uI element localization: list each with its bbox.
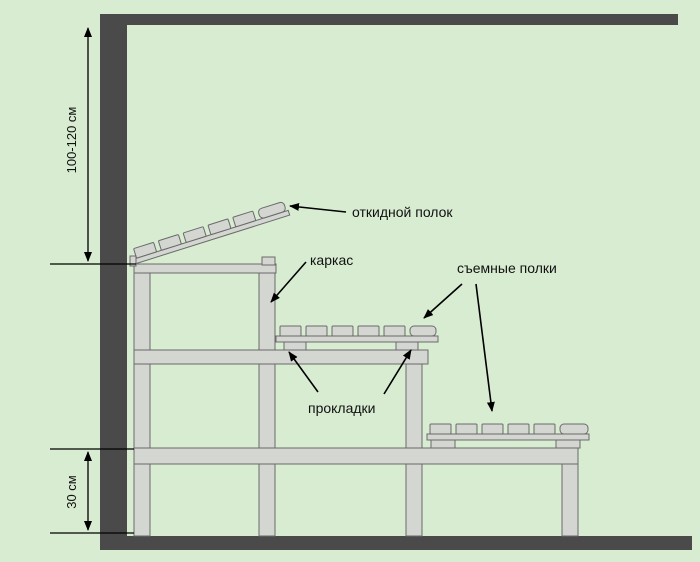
shelf-slat [409,325,437,337]
folding-slat [182,226,207,243]
shelf-slat [383,325,406,337]
post-3 [405,351,423,537]
shelf-slat [507,423,530,435]
shelf-slat [357,325,380,337]
beam-top [133,263,277,274]
arrow-frame [270,261,307,303]
folding-slat [158,234,182,251]
label-folding-shelf: откидной полок [352,204,453,220]
arrow-spacer-right [383,349,412,395]
removable-shelf-lower [426,423,590,441]
folding-shelf [133,201,291,265]
beam-middle [133,349,429,365]
shelf-slat [533,423,556,435]
shelf-slat [331,325,354,337]
shelf-slat [481,423,504,435]
shelf-slat [279,325,302,337]
shelf-board [426,433,590,441]
shelf-board [275,335,439,343]
removable-shelf-middle [275,325,439,343]
arrow-removable-shelf-middle [423,283,463,319]
shelf-slat [455,423,478,435]
frame [133,256,579,537]
label-frame: каркас [310,252,353,268]
beam-bottom [133,447,579,465]
folding-slat [207,218,232,235]
walls [100,14,692,550]
arrow-removable-shelf-lower [475,283,495,412]
callout-arrows [270,202,495,412]
spacer-low-right [555,439,581,449]
left-wall [100,14,127,550]
post-1 [133,269,151,537]
dim-label-lower: 30 см [64,475,79,509]
ceiling [100,14,678,25]
shelf-slat [305,325,328,337]
shelf-slat [559,423,589,435]
arrow-spacer-left [288,351,319,393]
shelf-slat [429,423,452,435]
hinge-icon [129,255,137,267]
top-block [261,256,276,266]
post-2 [258,269,276,537]
dimension-lines [50,27,136,534]
label-spacers: прокладки [308,400,376,416]
label-removable-shelves: съемные полки [457,260,557,276]
arrow-folding-shelf [289,202,347,213]
floor [100,536,692,550]
dim-label-upper: 100-120 см [64,107,79,174]
folding-slat [258,201,286,219]
folding-slat [232,210,257,228]
spacer-low-left [430,439,456,449]
folding-slat [133,242,157,259]
